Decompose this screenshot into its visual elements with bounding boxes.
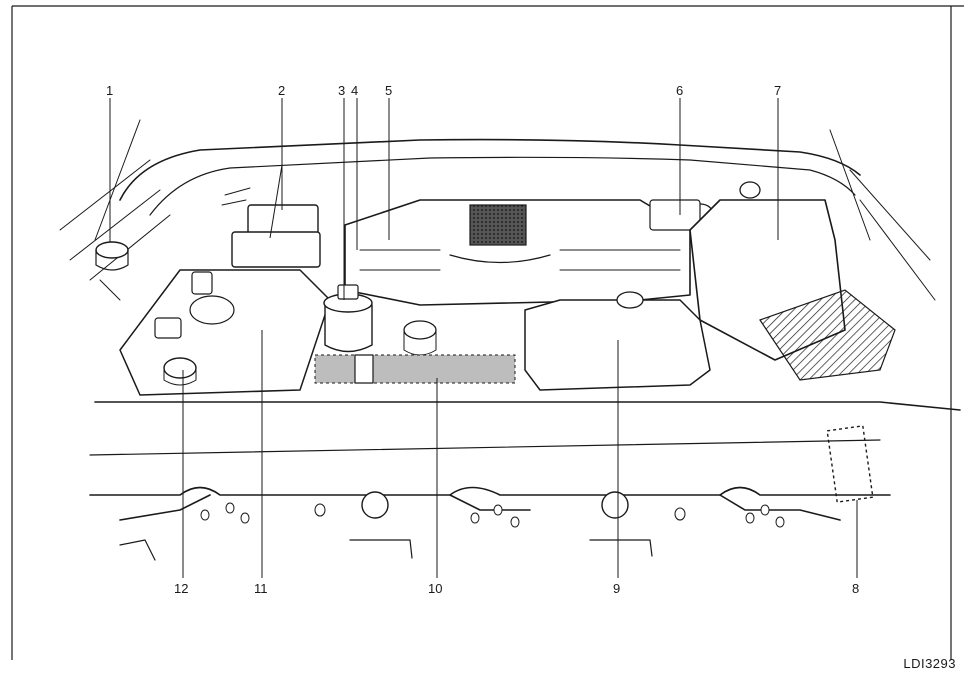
engine-cover [345, 200, 690, 305]
callout-5: 5 [385, 83, 392, 98]
callout-3: 3 [338, 83, 345, 98]
radiator-area [315, 355, 515, 383]
callout-1: 1 [106, 83, 113, 98]
callout-6: 6 [676, 83, 683, 98]
callout-11: 11 [254, 581, 268, 596]
vehicle-label-location [827, 426, 873, 502]
callout-2: 2 [278, 83, 285, 98]
brake-fluid-reservoir [324, 285, 372, 352]
fuse-relay-boxes [222, 188, 320, 267]
air-cleaner [690, 182, 895, 380]
callout-7: 7 [774, 83, 781, 98]
callout-9: 9 [613, 581, 620, 596]
battery [120, 270, 330, 395]
callout-8: 8 [852, 581, 859, 596]
callout-12: 12 [174, 581, 188, 596]
oil-filler-cap [404, 321, 436, 355]
radiator-support [90, 402, 960, 560]
callout-4: 4 [351, 83, 358, 98]
figure-reference-code: LDI3293 [903, 656, 956, 671]
callout-10: 10 [428, 581, 442, 596]
